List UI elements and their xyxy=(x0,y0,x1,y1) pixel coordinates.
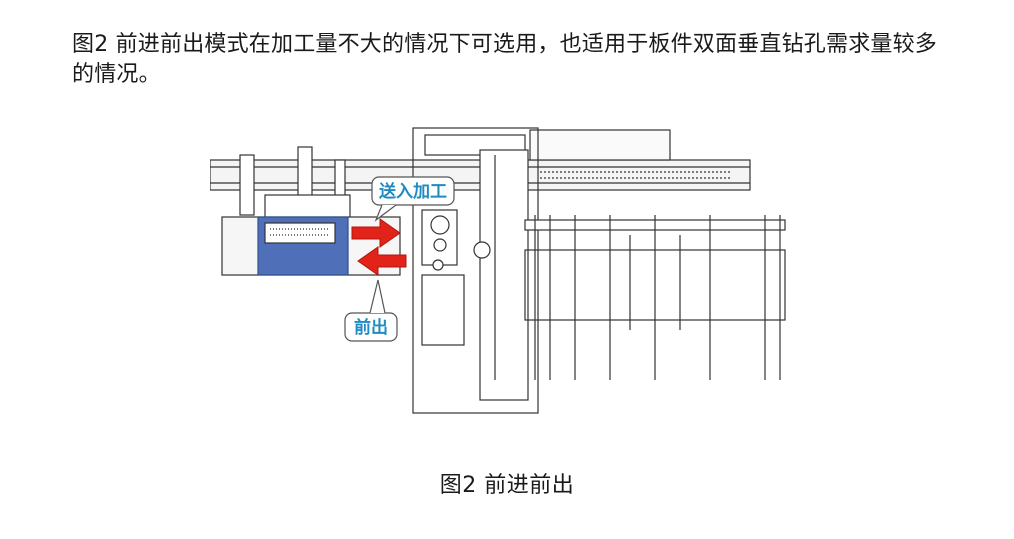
callout-feed-out-label: 前出 xyxy=(354,317,388,338)
callout-feed-out: 前出 xyxy=(344,279,398,342)
callout-feed-in-label: 送入加工 xyxy=(379,181,447,202)
machine-diagram: 送入加工 前出 xyxy=(210,127,786,414)
figure-caption: 图2 前进前出 xyxy=(439,473,575,498)
feed-out-arrow xyxy=(357,246,407,276)
outfeed-rack xyxy=(524,215,786,380)
callout-feed-in: 送入加工 xyxy=(371,176,455,222)
control-panel xyxy=(264,222,336,244)
main-frame xyxy=(412,127,539,414)
feed-in-arrow xyxy=(351,218,401,248)
figure-description: 图2 前进前出模式在加工量不大的情况下可选用，也适用于板件双面垂直钻孔需求量较多… xyxy=(72,32,937,87)
top-housing xyxy=(529,129,671,161)
